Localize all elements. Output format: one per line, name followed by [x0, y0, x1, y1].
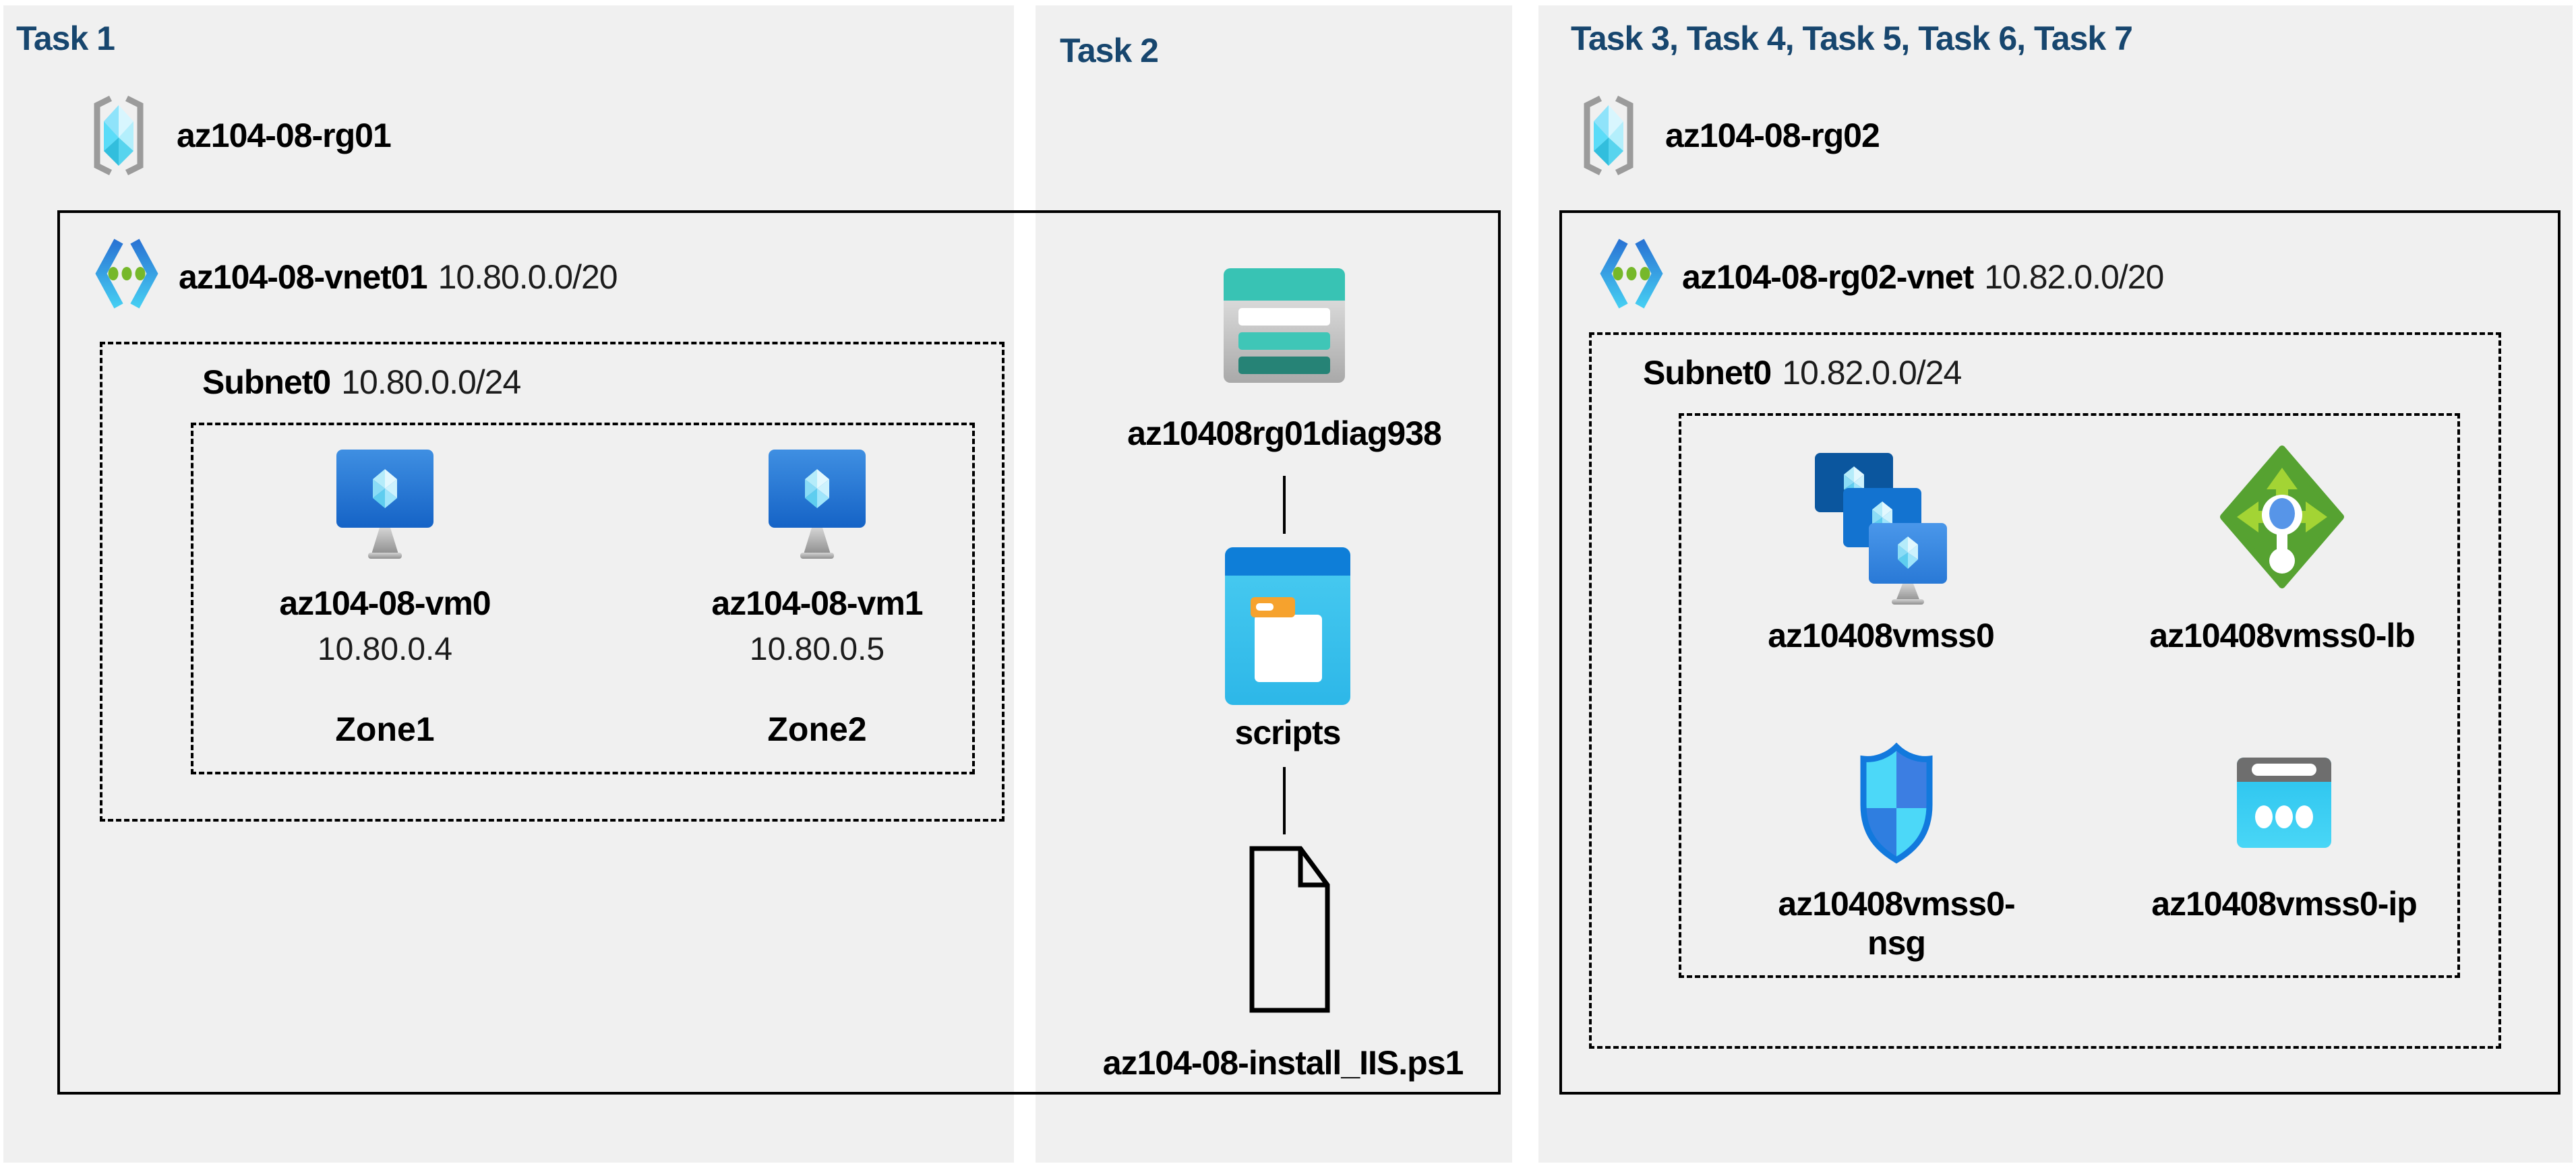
vm0-zone: Zone1 — [335, 710, 435, 748]
vm0-name: az104-08-vm0 — [279, 584, 491, 622]
virtual-machine-icon — [336, 450, 433, 559]
task1-heading: Task 1 — [16, 20, 115, 57]
public-ip-name: az10408vmss0-ip — [2151, 885, 2418, 923]
rg02-boundary-box — [1559, 210, 2560, 1095]
file-icon — [1249, 846, 1330, 1013]
vm1-zone: Zone2 — [767, 710, 867, 748]
vm0-text: az104-08-vm0 10.80.0.4 Zone1 — [277, 584, 493, 749]
resource-group-icon — [1584, 95, 1634, 176]
connector-line — [1283, 767, 1286, 834]
nsg-name: az10408vmss0-nsg — [1778, 885, 2015, 962]
vm1-ip: 10.80.0.5 — [749, 632, 885, 667]
load-balancer-name: az10408vmss0-lb — [2149, 617, 2416, 654]
subnet0-cidr: 10.80.0.0/24 — [341, 363, 521, 401]
subnet0-label: Subnet0 10.80.0.0/24 — [202, 363, 521, 402]
virtual-machine-icon — [769, 450, 866, 559]
vnet-cidr: 10.80.0.0/20 — [438, 258, 618, 296]
task2-heading: Task 2 — [1060, 32, 1159, 69]
vnet-label: az104-08-rg02-vnet 10.82.0.0/20 — [1682, 257, 2164, 297]
subnet0-box — [100, 342, 1005, 822]
vm-scale-set-icon — [1815, 453, 1947, 605]
vm1-name: az104-08-vm1 — [711, 584, 923, 622]
network-security-group-icon — [1860, 743, 1933, 864]
virtual-network-icon — [1600, 239, 1663, 309]
load-balancer-icon — [2220, 446, 2344, 588]
panel-task1 — [3, 5, 1014, 1163]
subnet0-name: Subnet0 — [202, 363, 331, 401]
resource-group-name: az104-08-rg02 — [1665, 117, 1880, 154]
vm0-ip: 10.80.0.4 — [317, 632, 453, 667]
subnet0-cidr: 10.82.0.0/24 — [1782, 354, 1962, 392]
vm1-text: az104-08-vm1 10.80.0.5 Zone2 — [709, 584, 925, 749]
script-file-name: az104-08-install_IIS.ps1 — [1102, 1044, 1464, 1082]
storage-account-name: az10408rg01diag938 — [1127, 415, 1442, 452]
vnet-cidr: 10.82.0.0/20 — [1984, 258, 2164, 296]
subnet0-box — [1589, 332, 2501, 1049]
public-ip-icon — [2237, 758, 2331, 848]
vnet-name: az104-08-rg02-vnet — [1682, 258, 1974, 296]
resource-group-icon — [94, 95, 144, 176]
subnet0-name: Subnet0 — [1643, 354, 1772, 392]
connector-line — [1283, 476, 1286, 534]
rg01-boundary-box — [57, 210, 1501, 1095]
task3-heading: Task 3, Task 4, Task 5, Task 6, Task 7 — [1571, 20, 2133, 57]
vnet-label: az104-08-vnet01 10.80.0.0/20 — [179, 257, 618, 297]
container-name: scripts — [1234, 714, 1342, 751]
vmss-group-box — [1679, 413, 2460, 978]
virtual-network-icon — [95, 239, 158, 309]
vmss-name: az10408vmss0 — [1768, 617, 1995, 654]
panel-task3 — [1538, 5, 2573, 1163]
zones-box — [191, 423, 975, 774]
vnet-name: az104-08-vnet01 — [179, 258, 428, 296]
storage-account-icon — [1224, 268, 1345, 383]
blob-container-icon — [1225, 547, 1350, 705]
subnet0-label: Subnet0 10.82.0.0/24 — [1643, 353, 1962, 392]
resource-group-name: az104-08-rg01 — [177, 117, 392, 154]
